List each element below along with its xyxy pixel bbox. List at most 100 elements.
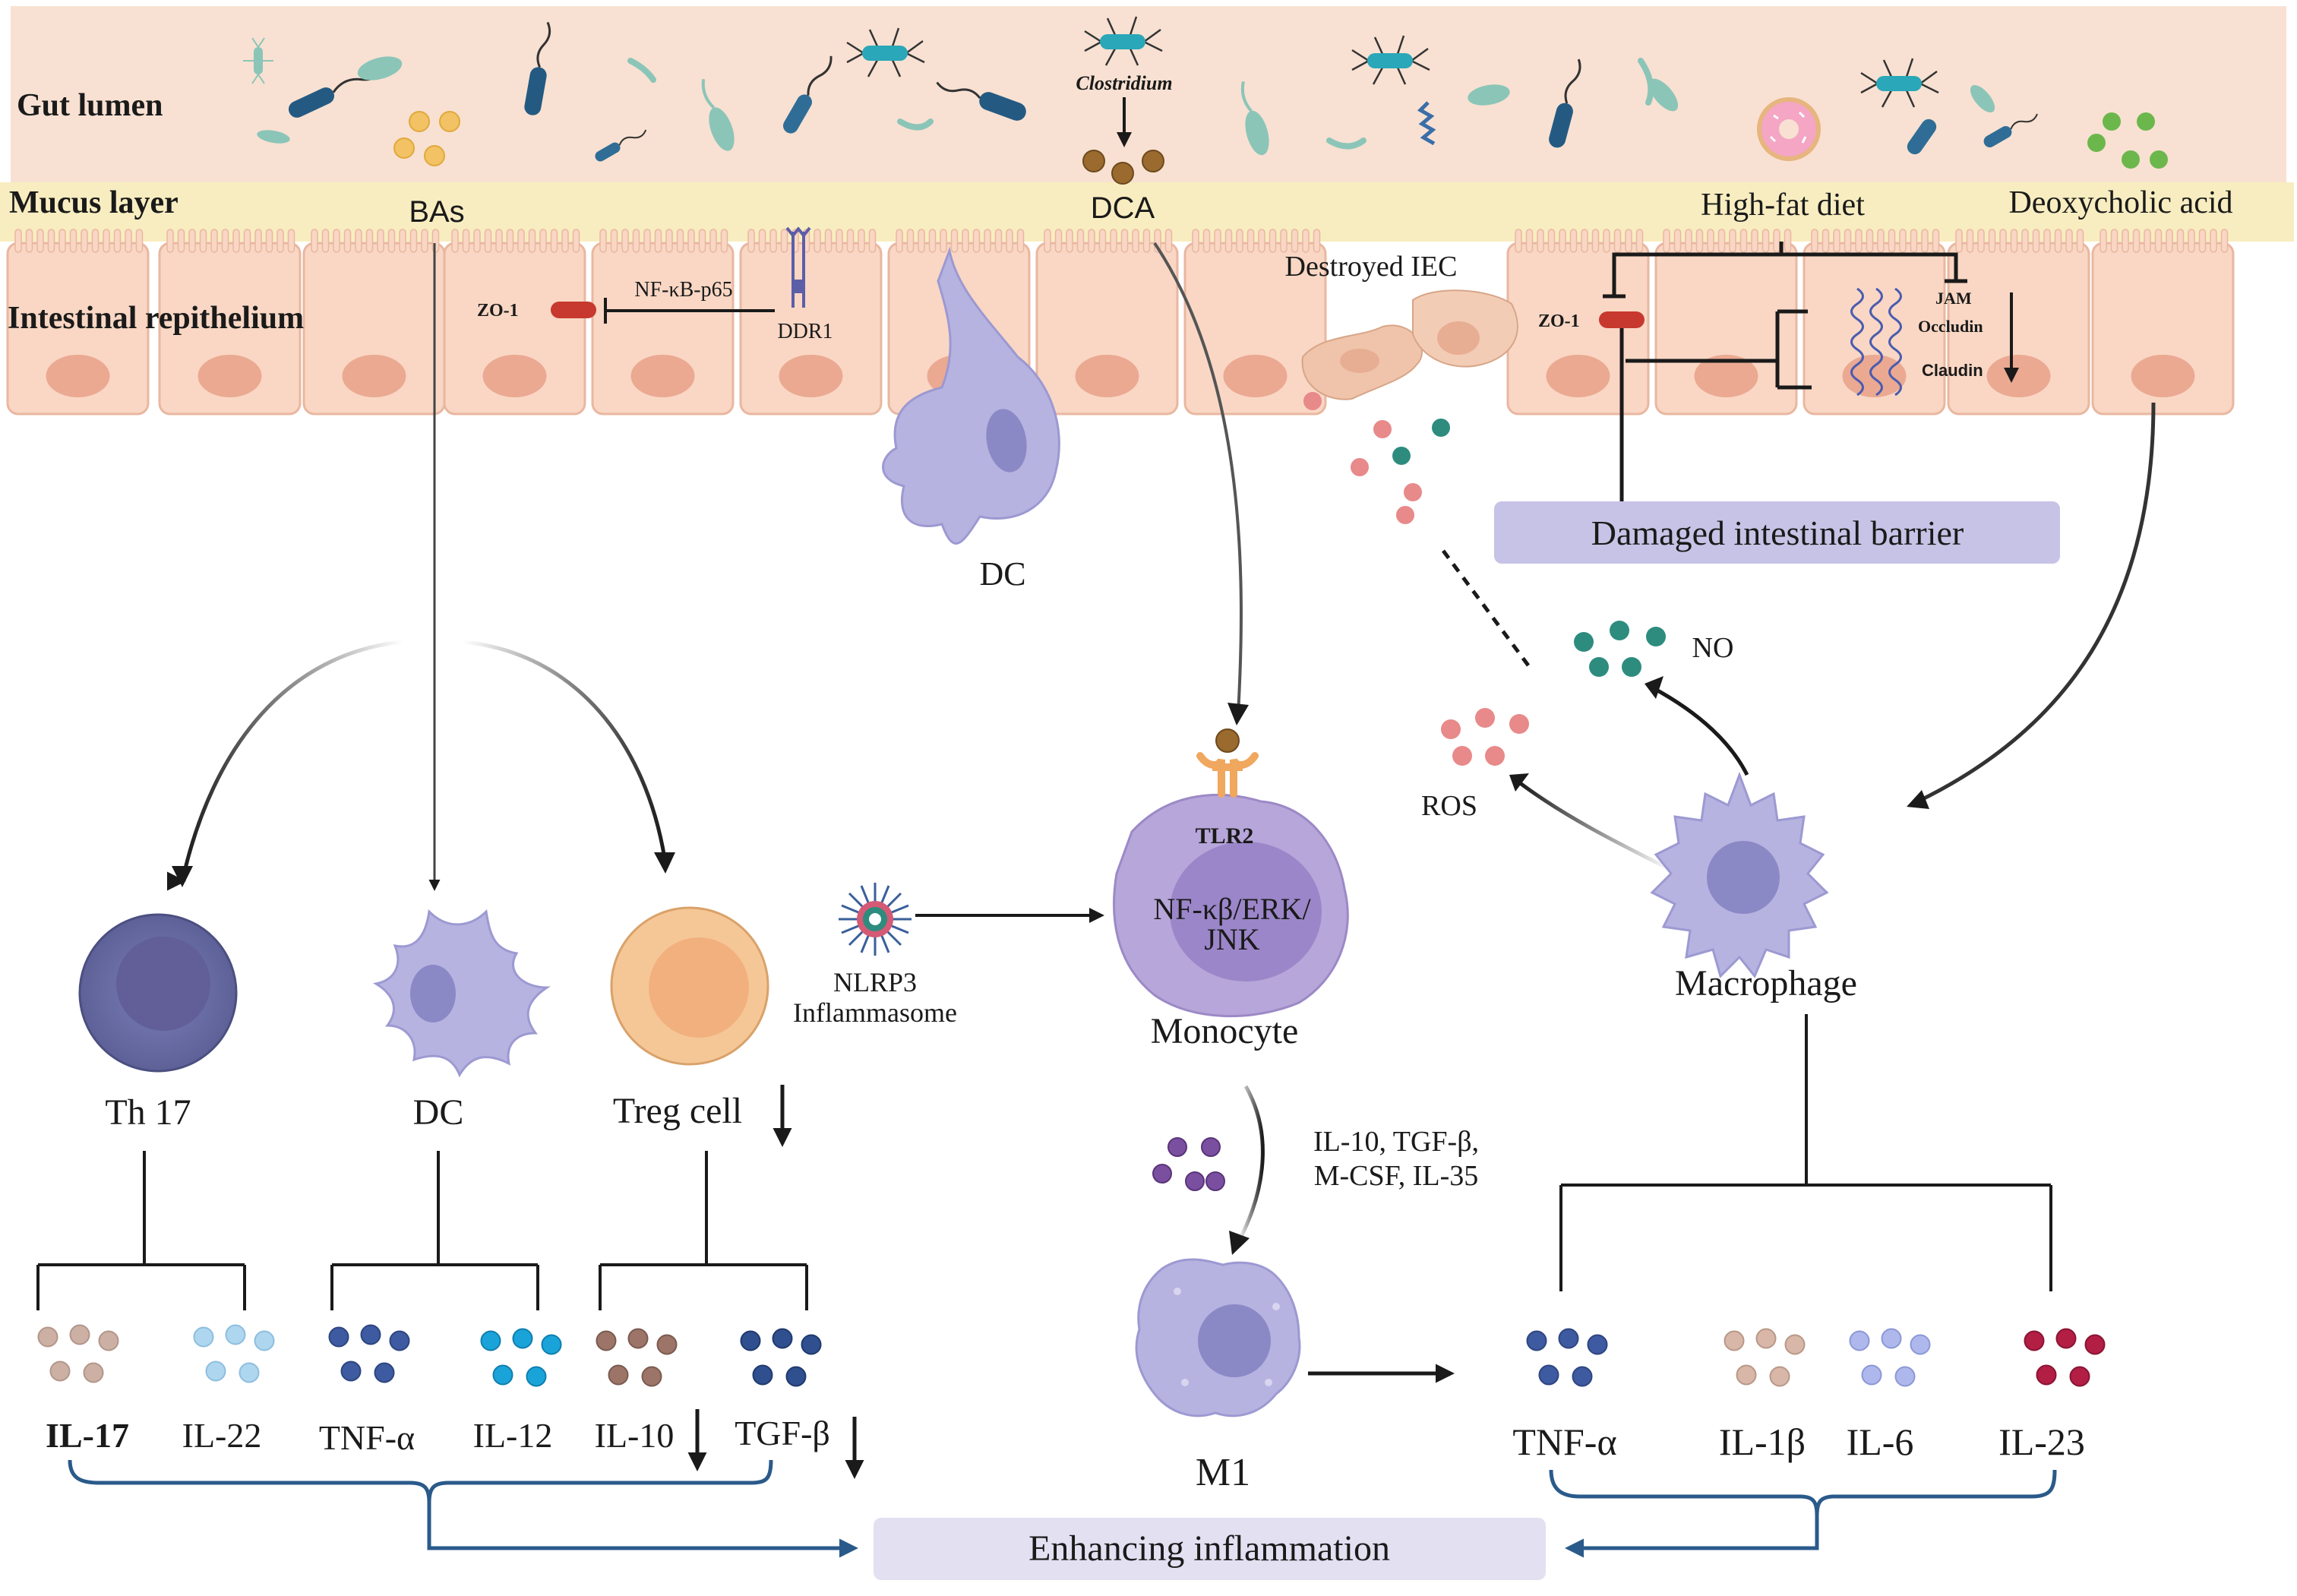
bacterium-bean-icon — [1468, 84, 1510, 106]
dca-label: DCA — [1091, 191, 1155, 225]
microvillus — [1066, 229, 1073, 253]
microvillus — [698, 229, 706, 253]
microvillus — [91, 229, 100, 253]
microvillus — [621, 229, 629, 253]
junction-bracket — [1619, 309, 1812, 501]
tnfa-left-particles-icon — [328, 1324, 410, 1383]
bacterium-rod-icon — [783, 55, 833, 134]
bacterium-rod-icon — [1983, 113, 2038, 147]
arrowhead-ros — [1509, 773, 1529, 792]
microvillus — [940, 229, 947, 253]
microvillus — [572, 229, 580, 253]
epithelial-cell — [591, 242, 735, 416]
microvillus — [2032, 229, 2040, 253]
cell-nucleus — [1546, 355, 1610, 397]
microvillus — [539, 229, 547, 253]
microvillus — [333, 229, 340, 253]
microvillus — [896, 229, 903, 253]
microvillus — [451, 229, 459, 253]
bacterium-spiked-icon — [846, 27, 925, 77]
microvillus — [1932, 229, 1940, 253]
microvillus — [1246, 229, 1255, 253]
microvillus — [14, 229, 22, 253]
nlrp3-inflammasome-icon — [839, 883, 912, 956]
dca-to-monocyte-arrow — [1153, 242, 1243, 715]
microvillus — [2122, 229, 2129, 253]
macrophage-to-no-arrow — [1651, 685, 1749, 776]
microvillus — [69, 229, 77, 253]
il12-particles-icon — [480, 1328, 562, 1387]
deoxycholic-acid-particles-icon — [2087, 112, 2168, 169]
ros-particles-icon — [1441, 708, 1529, 766]
microvillus — [1955, 229, 1963, 253]
microvillus — [814, 229, 821, 253]
cell-nucleus — [1075, 355, 1139, 397]
cell-nucleus — [342, 355, 406, 397]
il10-particles-icon — [596, 1328, 678, 1387]
tnfa-right-particles-icon — [1526, 1328, 1608, 1387]
microvillus — [1695, 229, 1704, 253]
microvillus — [221, 229, 229, 253]
microvillus — [1569, 229, 1578, 253]
microvillus — [972, 229, 981, 253]
epithelial-cell — [6, 242, 150, 416]
claudin-occludin-icon — [1850, 287, 1902, 397]
microvillus — [1685, 229, 1692, 253]
enhancing-inflammation-box — [874, 1518, 1546, 1580]
tnfa-left-label: TNF-α — [319, 1418, 415, 1457]
left-brace — [68, 1459, 773, 1503]
dc-label: DC — [413, 1092, 464, 1133]
bacterium-rod-icon — [1549, 58, 1581, 148]
il10-label: IL-10 — [595, 1416, 675, 1455]
microvillus — [550, 229, 558, 253]
arrowhead-monocyte — [1227, 703, 1249, 725]
dendritic-cell-icon — [372, 909, 551, 1078]
microvillus — [265, 229, 273, 253]
epithelial-cell — [1654, 242, 1798, 416]
microvillus — [399, 229, 406, 253]
bacterium-bean-icon — [1648, 78, 1679, 112]
cell-nucleus — [1842, 355, 1907, 397]
microvillus — [1132, 229, 1139, 253]
nlrp3-label: NLRP3 — [833, 967, 917, 997]
microvillus — [1581, 229, 1588, 253]
macrophage-label: Macrophage — [1675, 963, 1857, 1003]
microvillus — [1773, 229, 1780, 253]
microvillus — [1625, 229, 1632, 253]
cell-nucleus — [46, 355, 110, 397]
bacterium-spiral-icon — [1417, 101, 1436, 146]
microvillus — [1866, 229, 1874, 253]
microvillus — [599, 229, 607, 253]
microvillus — [232, 229, 240, 253]
damaged-barrier-label: Damaged intestinal barrier — [1591, 514, 1964, 552]
cell-nucleus — [2131, 355, 2195, 397]
microvillus — [676, 229, 684, 253]
m1-factors-line2: M-CSF, IL-35 — [1314, 1160, 1479, 1192]
microvillus — [1921, 229, 1929, 253]
microvillus — [846, 229, 855, 253]
epithelial-cell — [158, 242, 302, 416]
microvillus — [1855, 229, 1863, 253]
microvillus — [1302, 229, 1310, 253]
bacterium-spiked-icon — [1084, 16, 1163, 66]
destroyed-iec-label: Destroyed IEC — [1285, 251, 1458, 283]
inflammasome-label: Inflammasome — [793, 997, 957, 1028]
microvillus — [1088, 229, 1095, 253]
microvillus — [769, 229, 777, 253]
microvillus — [1280, 229, 1288, 253]
bacterium-squiggle-icon — [897, 119, 934, 131]
microvillus — [1110, 229, 1117, 253]
enhancing-inflammation-label: Enhancing inflammation — [1028, 1528, 1390, 1569]
microvillus — [1164, 229, 1173, 253]
microvillus — [188, 229, 196, 253]
microvillus — [561, 229, 569, 253]
bacterium-rod-icon — [936, 81, 1026, 121]
il23-particles-icon — [2024, 1328, 2106, 1387]
il1b-label: IL-1β — [1719, 1421, 1806, 1463]
microvillus — [824, 229, 833, 253]
occludin-label: Occludin — [1918, 317, 1983, 336]
microvillus — [355, 229, 362, 253]
microvillus — [1192, 229, 1199, 253]
ros-label: ROS — [1421, 790, 1477, 822]
il22-particles-icon — [193, 1324, 275, 1383]
